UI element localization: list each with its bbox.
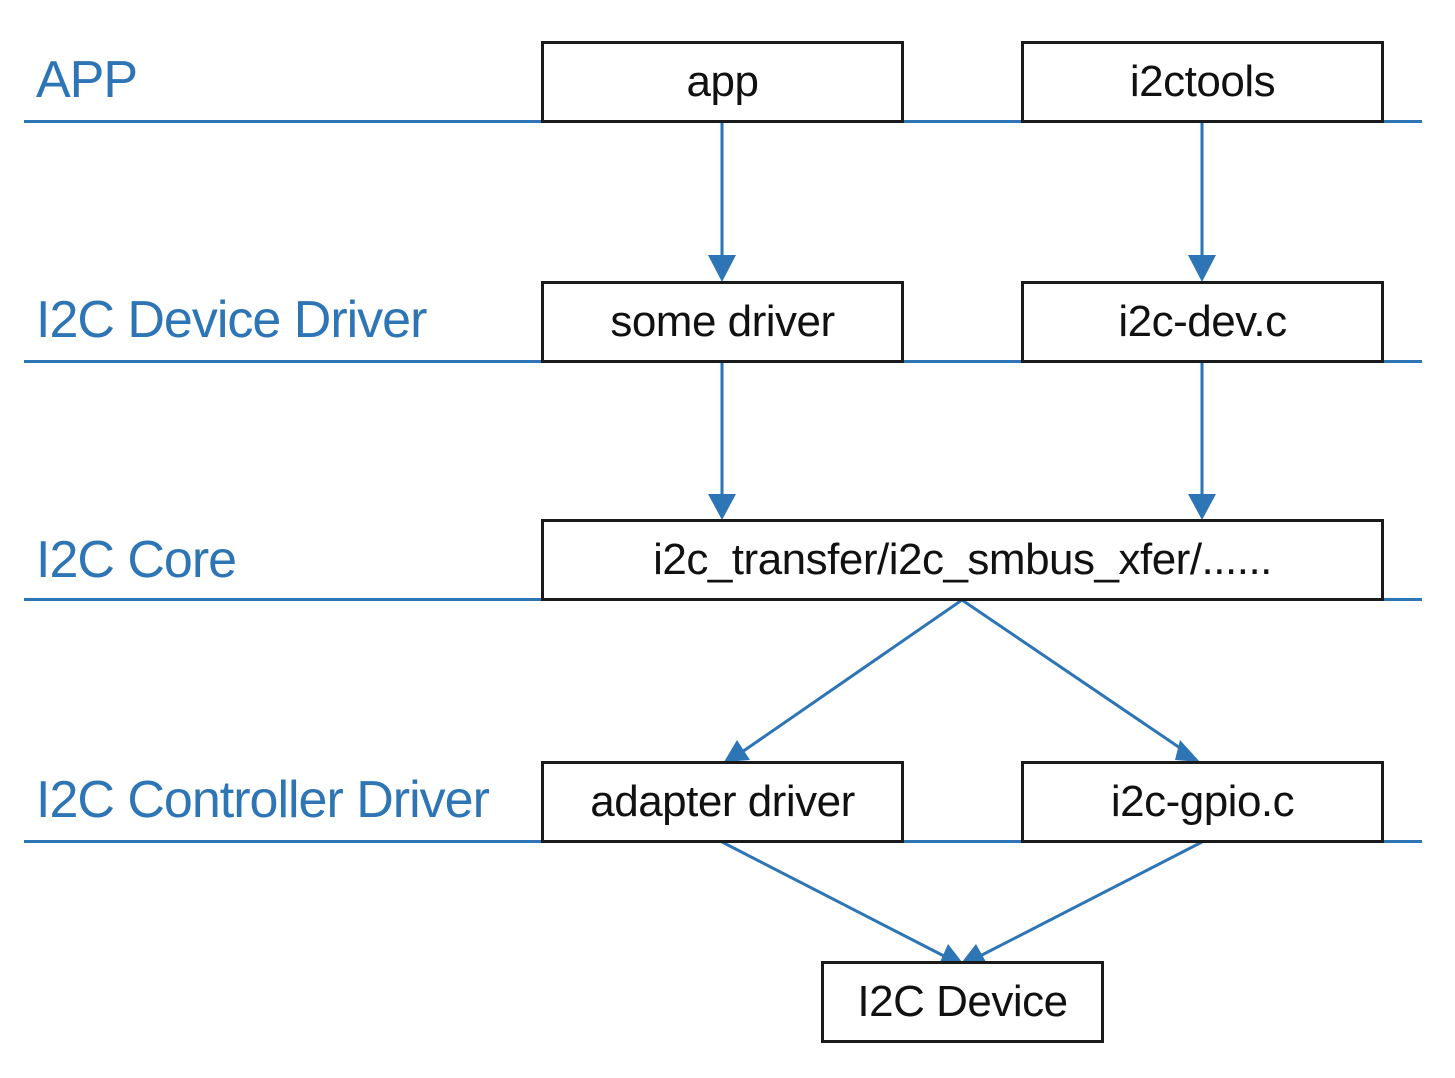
arrowhead-core-right: [1188, 494, 1216, 520]
arrow-core-to-i2c-gpio: [961, 598, 1187, 754]
layer-label-core: I2C Core: [36, 531, 237, 589]
node-i2c-dev: i2c-dev.c: [1021, 281, 1384, 363]
arrow-i2c-gpio-to-i2c-device: [979, 840, 1203, 958]
node-core-funcs: i2c_transfer/i2c_smbus_xfer/......: [541, 519, 1384, 601]
layer-label-app: APP: [36, 51, 138, 109]
arrowhead-i2c-dev: [1188, 255, 1216, 282]
arrow-adapter-driver-to-i2c-device: [721, 840, 945, 958]
arrow-core-to-adapter-driver: [741, 598, 963, 754]
node-i2c-gpio: i2c-gpio.c: [1021, 761, 1384, 843]
node-i2c-device: I2C Device: [821, 961, 1104, 1043]
node-adapter-driver: adapter driver: [541, 761, 904, 843]
node-i2ctools: i2ctools: [1021, 41, 1384, 123]
layer-label-controller-driver: I2C Controller Driver: [36, 771, 490, 829]
arrowhead-adapter-driver: [724, 740, 750, 762]
layer-label-device-driver: I2C Device Driver: [36, 291, 427, 349]
arrowhead-some-driver: [708, 255, 736, 282]
arrowhead-i2c-device-right: [962, 944, 986, 962]
node-some-driver: some driver: [541, 281, 904, 363]
arrowhead-core-left: [708, 494, 736, 520]
arrowhead-i2c-gpio: [1175, 740, 1200, 762]
arrowhead-i2c-device-left: [940, 944, 962, 962]
node-app: app: [541, 41, 904, 123]
